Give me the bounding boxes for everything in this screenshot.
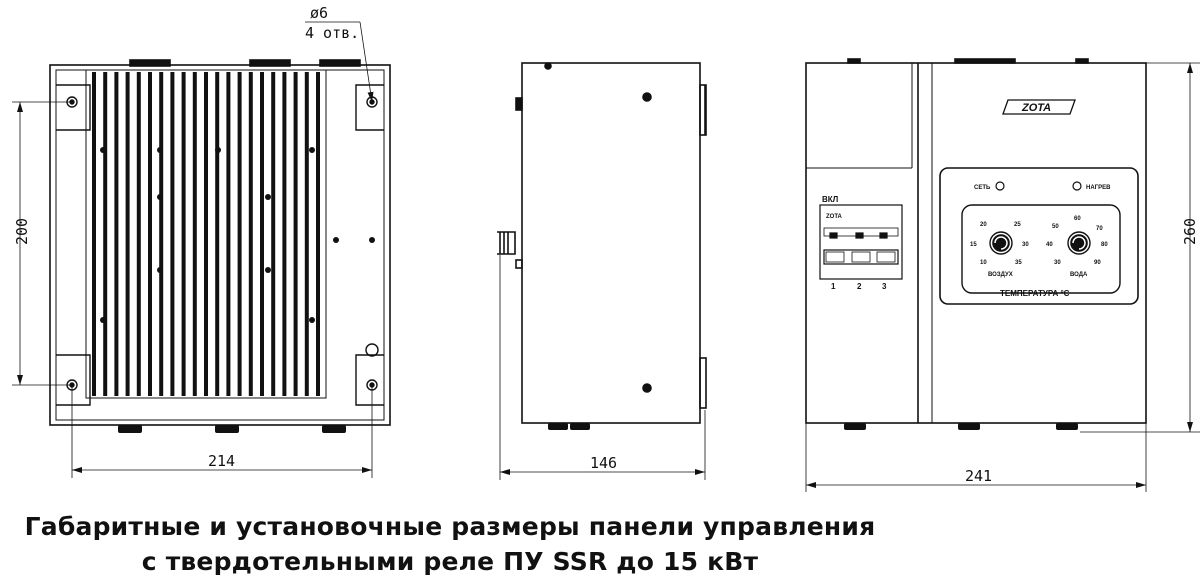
heatsink-fin	[293, 72, 298, 396]
cable-gland-side	[497, 231, 516, 255]
technical-drawing: ø6 4 отв. 200 214 146	[12, 4, 1200, 492]
air-scale-30: 30	[1022, 242, 1029, 248]
mount-bracket-br	[355, 343, 384, 406]
zota-logo	[1002, 99, 1076, 115]
dim-height-mount: 200	[13, 218, 31, 245]
heatsink-fin	[282, 72, 287, 396]
heatsink-fin	[316, 72, 320, 396]
heatsink-fin	[170, 72, 175, 396]
knob-water-label: ВОДА	[1070, 272, 1088, 278]
heatsink-fin	[304, 72, 309, 396]
dim-hole-count: 4 отв.	[305, 24, 359, 42]
dim-height-total: 260	[1181, 218, 1199, 245]
back-dimensions	[12, 21, 374, 478]
pole-3-label: 3	[882, 282, 887, 291]
heatsink-fin	[125, 72, 130, 396]
dim-width-total: 241	[965, 467, 992, 485]
heatsink	[85, 69, 327, 399]
mount-bracket-tr	[355, 84, 384, 131]
water-scale-90: 90	[1094, 260, 1101, 266]
circuit-breaker	[819, 204, 903, 280]
side-dimensions	[499, 255, 706, 480]
mount-bracket-tl	[56, 84, 91, 131]
dim-depth: 146	[590, 454, 617, 472]
led-heat-indicator	[1072, 181, 1082, 191]
water-scale-60: 60	[1074, 216, 1081, 222]
water-scale-50: 50	[1052, 224, 1059, 230]
brand-label: ZOTA	[1021, 102, 1051, 114]
water-scale-30: 30	[1054, 260, 1061, 266]
heatsink-fin	[204, 72, 208, 396]
water-scale-40: 40	[1046, 242, 1053, 248]
knob-water	[1067, 231, 1091, 255]
caption-line-2: с твердотельными реле ПУ SSR до 15 кВт	[141, 547, 759, 576]
led-power-label: СЕТЬ	[974, 185, 991, 191]
air-scale-20: 20	[980, 222, 987, 228]
heatsink-fin	[136, 72, 141, 396]
led-power-indicator	[995, 181, 1005, 191]
water-scale-70: 70	[1096, 226, 1103, 232]
heatsink-fin	[192, 72, 197, 396]
back-view	[49, 59, 391, 433]
mount-bracket-bl	[56, 354, 91, 406]
caption-line-1: Габаритные и установочные размеры панели…	[24, 512, 876, 541]
front-view	[805, 58, 1147, 430]
knob-air	[989, 231, 1013, 255]
air-scale-35: 35	[1015, 260, 1022, 266]
heatsink-fin	[260, 72, 264, 396]
heatsink-fin	[114, 72, 119, 396]
heatsink-fin	[271, 72, 276, 396]
heatsink-fin	[248, 72, 253, 396]
water-scale-80: 80	[1101, 242, 1108, 248]
heatsink-fin	[103, 72, 108, 396]
front-dimensions	[805, 62, 1200, 492]
pole-2-label: 2	[857, 282, 862, 291]
knob-air-label: ВОЗДУХ	[988, 272, 1013, 278]
switch-on-label: ВКЛ	[822, 195, 839, 204]
heatsink-fin	[237, 72, 242, 396]
heatsink-fin	[159, 72, 164, 396]
air-scale-15: 15	[970, 242, 977, 248]
led-heat-label: НАГРЕВ	[1086, 185, 1111, 191]
side-view	[497, 62, 707, 430]
heatsink-fin	[92, 72, 96, 396]
heatsink-fin	[181, 72, 186, 396]
heatsink-fin	[226, 72, 231, 396]
dim-width-front: 214	[208, 452, 235, 470]
dim-hole-dia: ø6	[310, 4, 328, 22]
heatsink-fin	[215, 72, 220, 396]
breaker-brand-label: ZOTA	[826, 214, 843, 220]
air-scale-10: 10	[980, 260, 987, 266]
heatsink-fin	[148, 72, 152, 396]
air-scale-25: 25	[1014, 222, 1021, 228]
pole-1-label: 1	[831, 282, 836, 291]
temperature-label: ТЕМПЕРАТУРА °С	[1000, 289, 1070, 298]
